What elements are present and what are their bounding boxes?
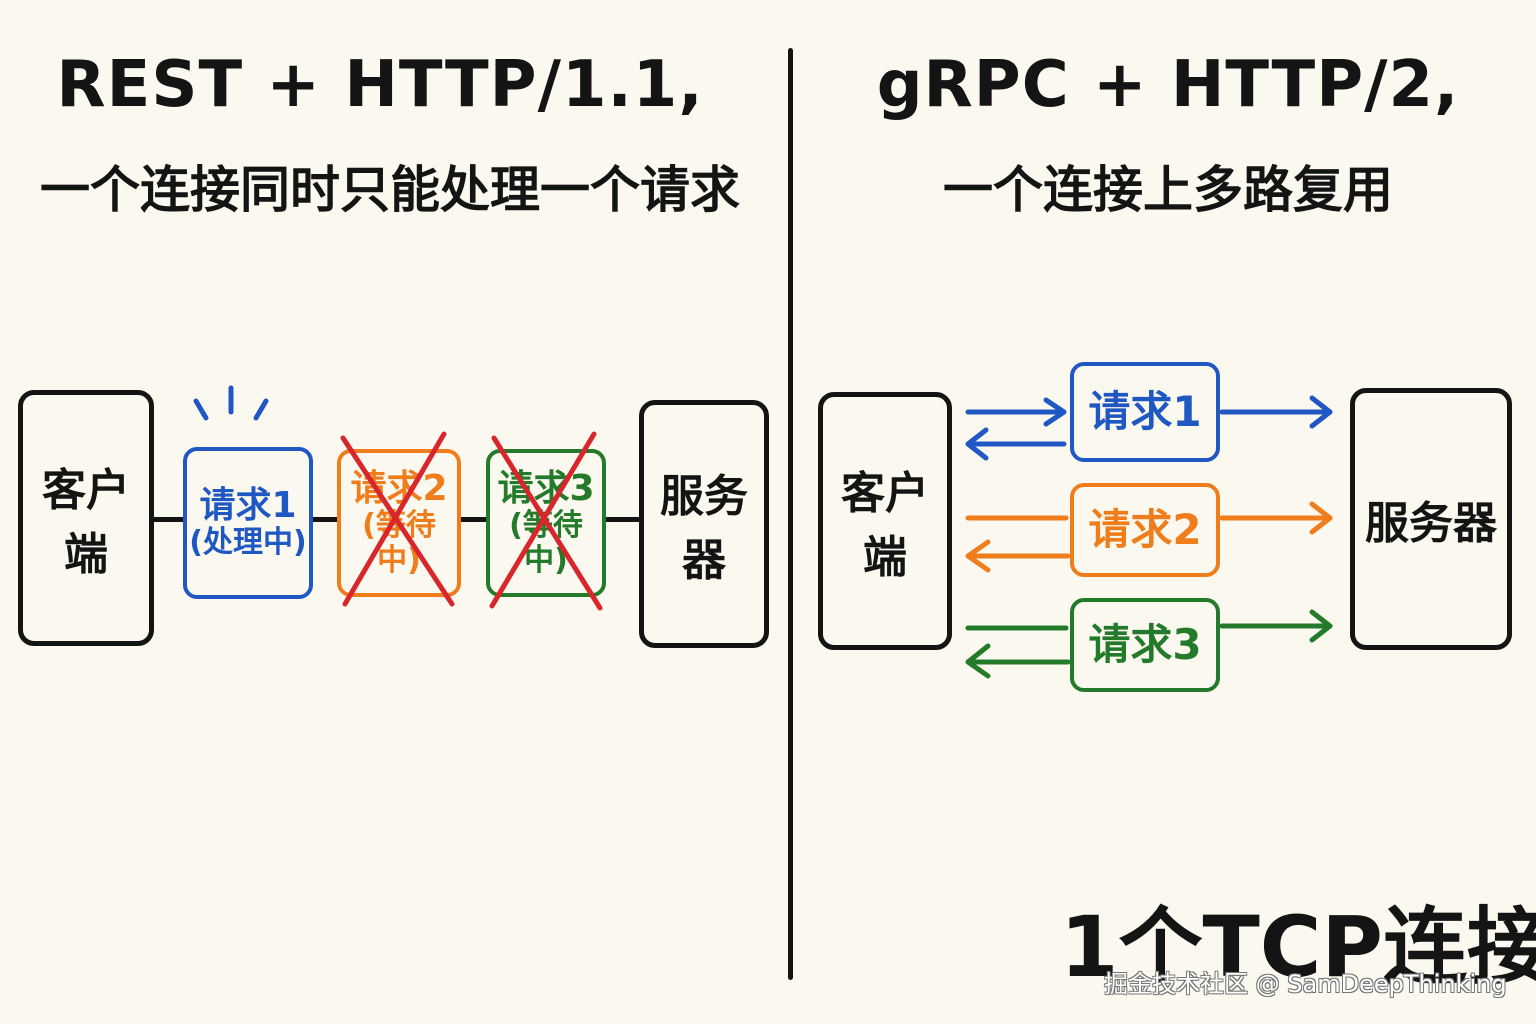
right-client-box: 客户端 — [818, 392, 952, 650]
right-request-3-label: 请求3 — [1088, 619, 1202, 669]
cross-out-icon-request-2 — [340, 431, 455, 607]
right-client-label: 客户端 — [841, 468, 929, 583]
processing-sparkle-icon — [193, 385, 269, 421]
left-request-1-label: 请求1 — [199, 485, 297, 527]
left-request-1-status: (处理中) — [189, 525, 307, 561]
left-server-box: 服务器 — [639, 400, 769, 648]
right-request-2: 请求2 — [1070, 483, 1220, 577]
green-arrows — [965, 609, 1333, 679]
left-server-label: 服务器 — [660, 471, 748, 586]
cross-out-icon-request-3 — [489, 431, 603, 611]
center-divider — [788, 48, 793, 980]
left-client-box: 客户端 — [18, 390, 154, 646]
right-title: gRPC + HTTP/2, — [876, 48, 1460, 122]
left-request-3-label: 请求3 — [497, 467, 595, 509]
orange-arrows — [965, 501, 1333, 573]
right-request-1: 请求1 — [1070, 362, 1220, 462]
right-request-2-label: 请求2 — [1088, 504, 1202, 554]
right-server-box: 服务器 — [1350, 388, 1512, 650]
left-subtitle: 一个连接同时只能处理一个请求 — [40, 161, 740, 219]
left-client-label: 客户端 — [42, 465, 130, 580]
right-request-3: 请求3 — [1070, 598, 1220, 692]
left-request-3: 请求3 (等待中) — [486, 449, 606, 597]
right-server-label: 服务器 — [1365, 498, 1497, 549]
watermark: 掘金技术社区 @ SamDeepThinking — [1104, 970, 1507, 998]
blue-arrows — [965, 395, 1333, 461]
right-request-1-label: 请求1 — [1088, 386, 1202, 436]
tcp-connection-label: 1个TCP连接 — [1060, 898, 1536, 996]
left-request-1: 请求1 (处理中) — [183, 447, 313, 599]
right-subtitle: 一个连接上多路复用 — [943, 161, 1393, 219]
left-title: REST + HTTP/1.1, — [56, 48, 704, 122]
